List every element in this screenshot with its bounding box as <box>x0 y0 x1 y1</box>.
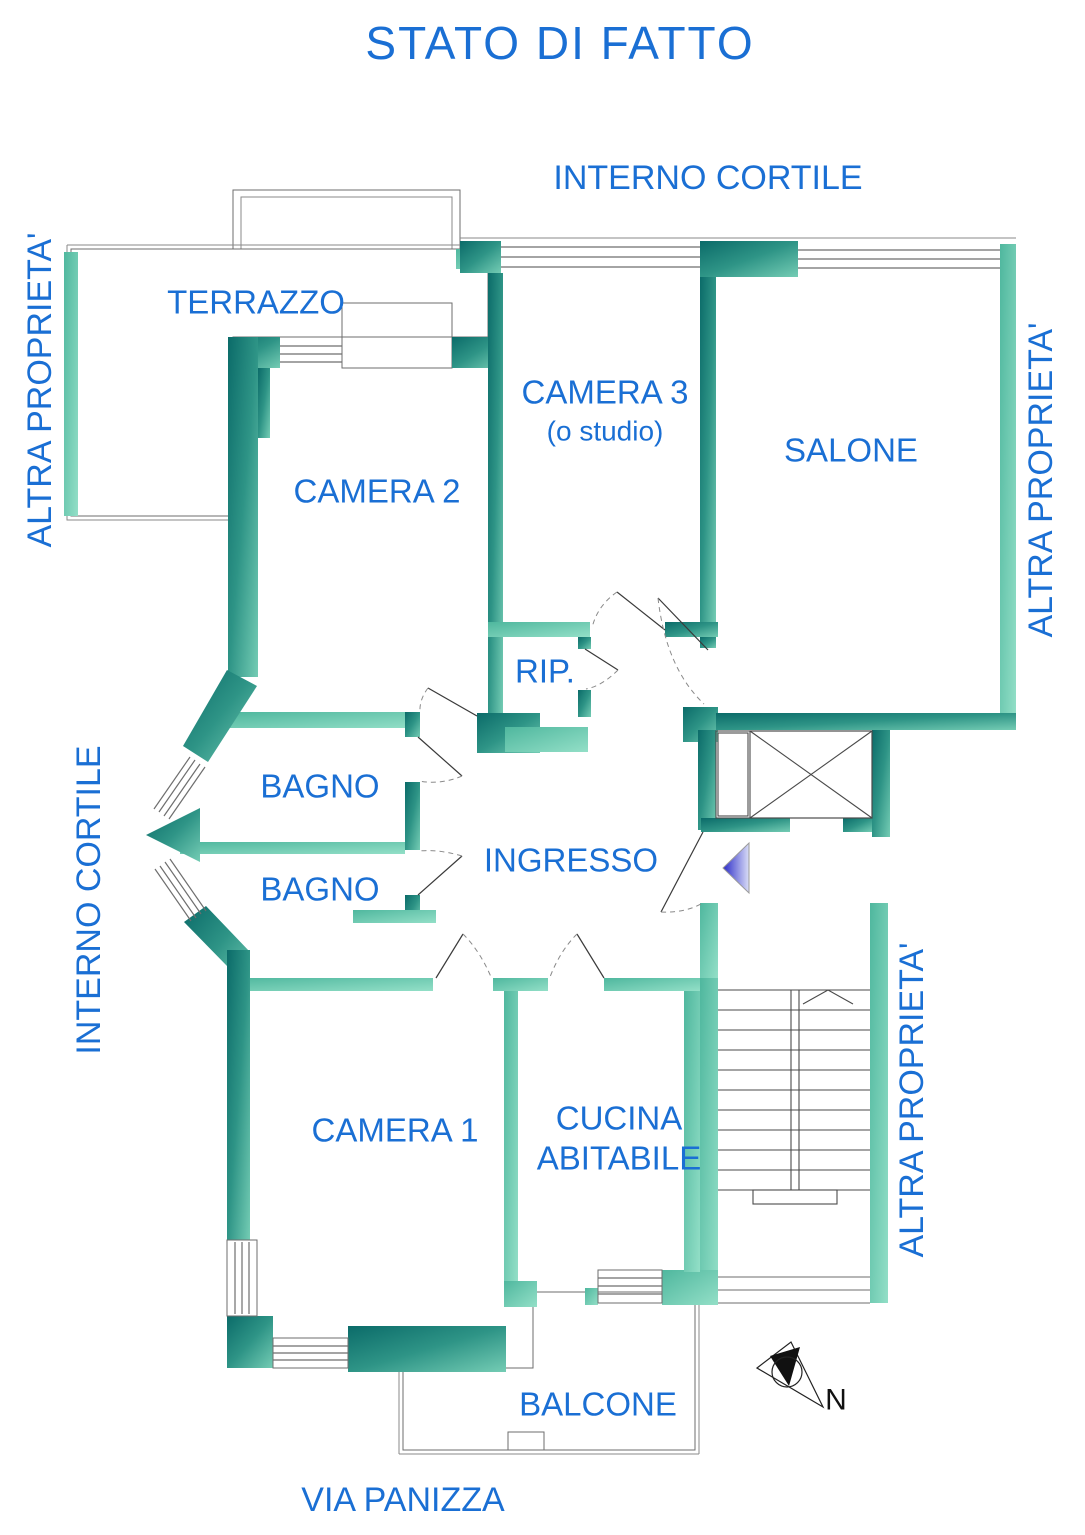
terrazzo-area <box>64 189 501 521</box>
room-label-terrazzo: TERRAZZO <box>167 284 345 321</box>
entrance-arrow-icon <box>722 841 750 895</box>
elevator <box>715 730 873 819</box>
terrazzo-left-wall <box>64 252 78 516</box>
room-label-salone: SALONE <box>784 432 918 469</box>
camera2-camera3-wall <box>488 273 503 715</box>
camera1-left-wall <box>227 950 250 1240</box>
labels: STATO DI FATTO INTERNO CORTILE ALTRA PRO… <box>21 17 1060 1519</box>
walls <box>146 241 1016 1372</box>
room-label-camera1: CAMERA 1 <box>312 1112 479 1149</box>
salone-right-wall <box>1000 244 1016 730</box>
room-label-bagno-bottom: BAGNO <box>260 871 379 908</box>
cucina-right-wall <box>684 991 700 1272</box>
room-label-cucina-line1: CUCINA <box>556 1100 683 1137</box>
room-label-camera3: CAMERA 3 <box>522 374 689 411</box>
label-street: VIA PANIZZA <box>301 1481 505 1519</box>
room-label-camera3-note: (o studio) <box>547 416 664 447</box>
page-title: STATO DI FATTO <box>365 17 754 69</box>
balcone-area <box>398 1291 700 1455</box>
stairs-up-arrow <box>802 989 854 1005</box>
compass-north-label: N <box>825 1384 847 1417</box>
doors <box>417 591 709 979</box>
camera1-cucina-wall <box>504 991 518 1281</box>
label-courtyard-left: INTERNO CORTILE <box>70 745 108 1054</box>
staircase <box>718 989 870 1205</box>
camera1-bottom-wall <box>348 1326 506 1372</box>
room-label-bagno-top: BAGNO <box>260 768 379 805</box>
camera3-right-wall <box>700 277 716 622</box>
label-courtyard-top: INTERNO CORTILE <box>553 159 862 197</box>
label-other-property-right: ALTRA PROPRIETA' <box>1022 322 1060 637</box>
windows <box>153 237 1016 1369</box>
compass-icon: N <box>755 1341 847 1417</box>
bay-wedge <box>146 808 200 862</box>
camera2-left-wall <box>228 337 258 677</box>
room-label-camera2: CAMERA 2 <box>294 473 461 510</box>
label-other-property-bottom-right: ALTRA PROPRIETA' <box>893 942 931 1257</box>
bay-pier-top <box>183 670 257 762</box>
room-label-cucina-line2: ABITABILE <box>537 1140 701 1177</box>
room-label-balcone: BALCONE <box>519 1386 677 1423</box>
label-other-property-left: ALTRA PROPRIETA' <box>21 232 59 547</box>
room-label-ingresso: INGRESSO <box>484 842 658 879</box>
room-label-ripostiglio: RIP. <box>515 653 575 690</box>
